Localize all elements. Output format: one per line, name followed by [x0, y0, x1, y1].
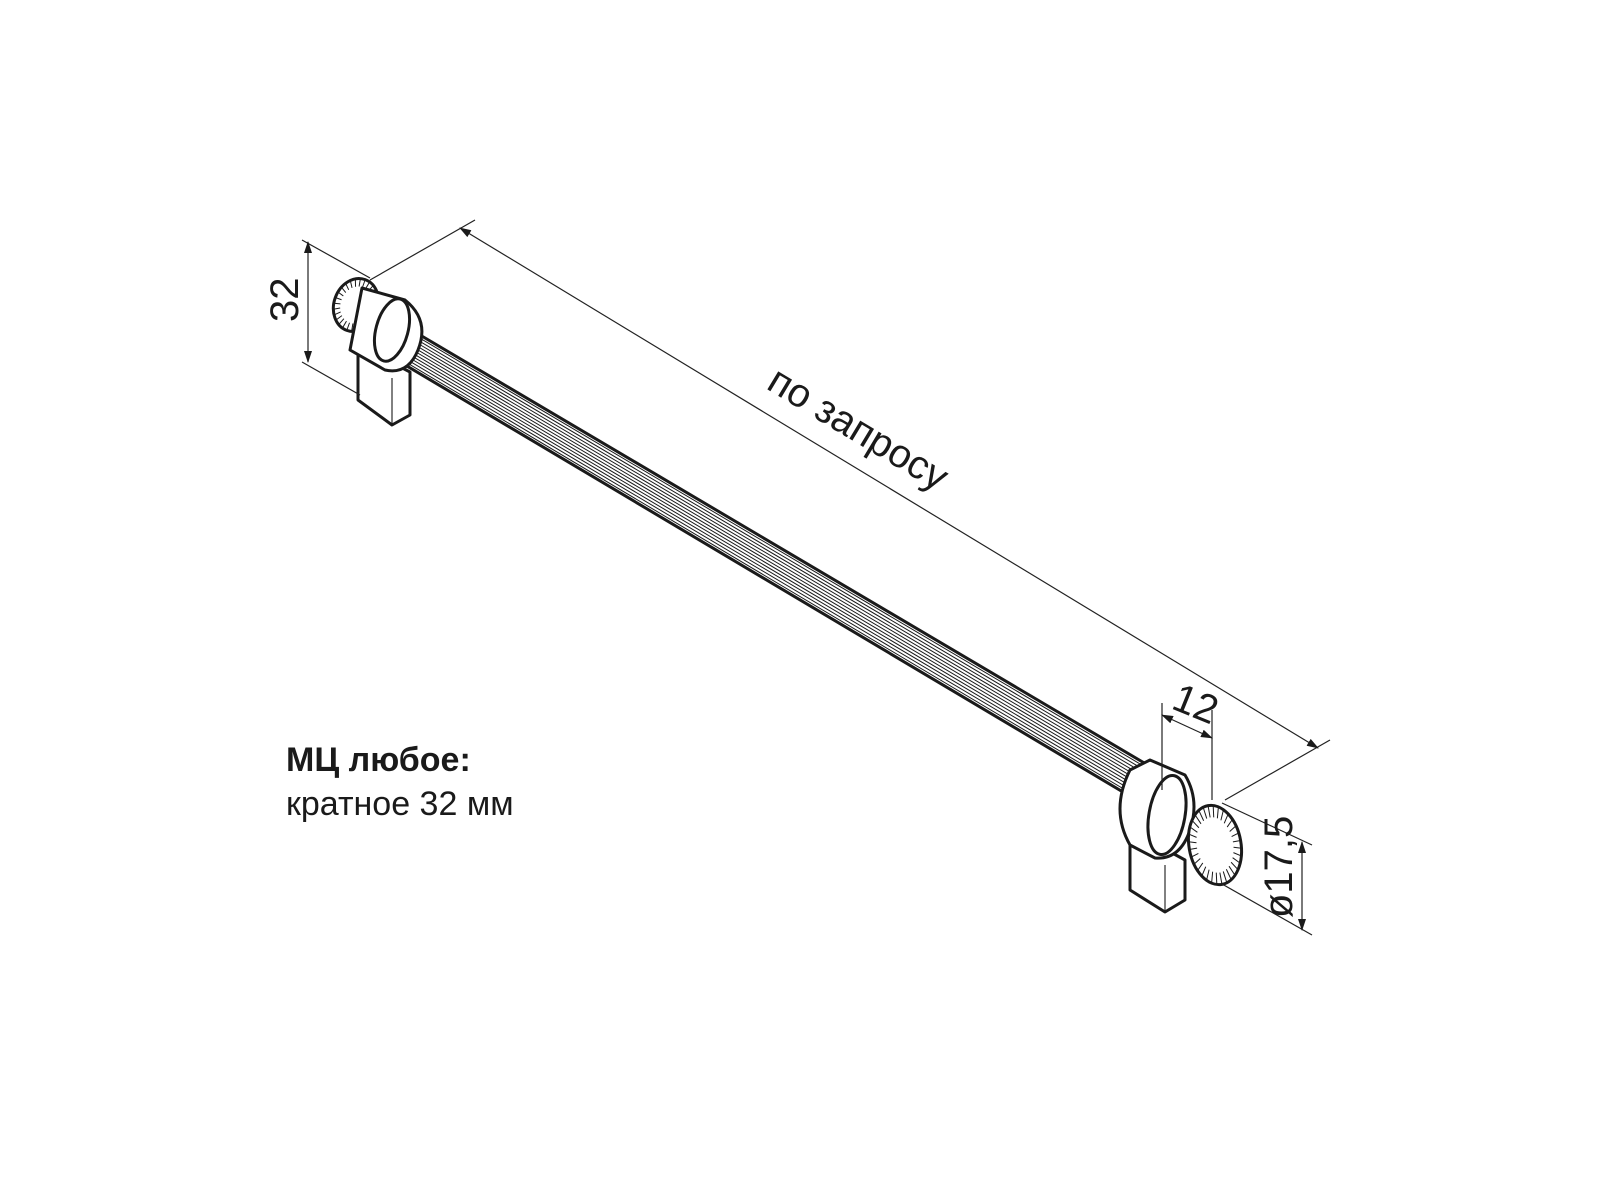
knurl-line — [340, 286, 347, 293]
knurl-line — [1220, 809, 1224, 821]
knurl-line — [1189, 847, 1198, 851]
knurl-line — [1194, 814, 1202, 825]
knurl-line — [1188, 841, 1197, 844]
knurl-line — [1233, 846, 1242, 849]
knurl-line — [335, 315, 343, 321]
knurl-line — [335, 297, 342, 301]
knurl-line — [1232, 839, 1241, 843]
knurl-line — [1215, 872, 1218, 885]
knurl-line — [1219, 872, 1223, 885]
knurl-line — [333, 302, 341, 305]
knurl-line — [349, 280, 353, 288]
height-label: 32 — [263, 278, 307, 323]
knurl-line — [1198, 810, 1205, 821]
knurl-line — [351, 323, 354, 332]
knurl-line — [1207, 805, 1211, 818]
diameter-dimension: ø17,5 — [1221, 802, 1313, 936]
knurl-line — [1202, 807, 1208, 819]
knurl-line — [333, 311, 341, 316]
knurl-line — [346, 322, 351, 331]
right-end-cap — [1118, 758, 1244, 914]
knurl-line — [333, 307, 341, 310]
knurl-line — [1191, 819, 1200, 829]
length-label: по запросу — [760, 358, 956, 500]
knurl-line — [1193, 858, 1201, 865]
knurl-line — [1201, 866, 1207, 877]
knurl-line — [1225, 869, 1232, 880]
caption-title: МЦ любое: — [286, 741, 471, 779]
knurl-line — [1206, 869, 1210, 881]
foot-width-label: 12 — [1167, 676, 1225, 733]
knurl-line — [1229, 825, 1237, 832]
knurl-line — [358, 278, 361, 287]
knurl-line — [1232, 857, 1241, 864]
left-end-cap — [331, 277, 424, 427]
knurl-line — [1188, 833, 1197, 838]
knurl-line — [1197, 862, 1204, 871]
knurl-line — [1191, 853, 1199, 858]
knurl-line — [1212, 805, 1215, 818]
knurl-line — [345, 283, 350, 291]
knurl-line — [337, 291, 344, 297]
diameter-label: ø17,5 — [1257, 816, 1301, 918]
height-dimension: 32 — [263, 239, 371, 396]
caption: МЦ любое: кратное 32 мм — [286, 738, 514, 826]
knurl-line — [341, 320, 347, 329]
knurl-line — [361, 279, 366, 288]
knurl-line — [1223, 813, 1229, 824]
knurl-line — [1228, 865, 1236, 876]
caption-subtitle: кратное 32 мм — [286, 785, 514, 823]
right-knurling — [1188, 805, 1242, 885]
knurl-line — [1216, 806, 1219, 819]
knurl-line — [1233, 852, 1242, 857]
knurl-line — [1230, 861, 1239, 871]
knurl-line — [1222, 871, 1228, 883]
knurl-line — [1226, 819, 1233, 828]
knurl-line — [1211, 871, 1214, 884]
knurl-line — [1189, 826, 1198, 833]
knurl-line — [1231, 832, 1239, 837]
knurl-line — [338, 318, 345, 325]
